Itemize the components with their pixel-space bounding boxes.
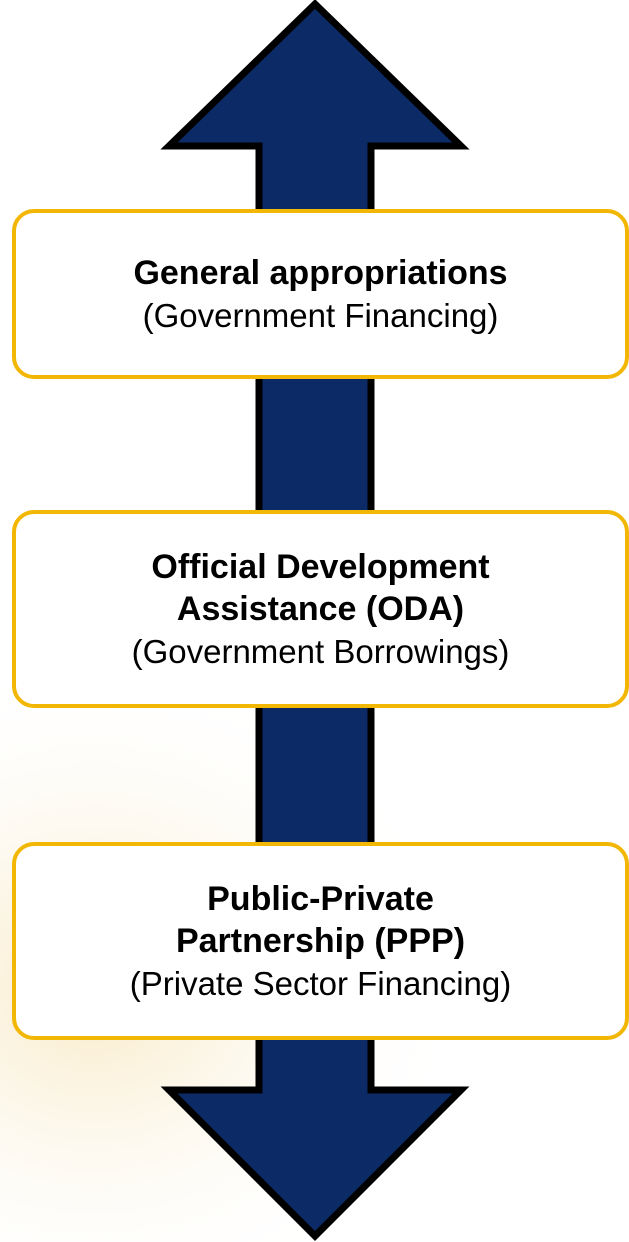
box-subtitle: (Private Sector Financing) (129, 964, 512, 1002)
box-title-line-2: Assistance (ODA) (176, 590, 465, 629)
general-appropriations-box: General appropriations (Government Finan… (12, 209, 629, 379)
box-title-line-1: Official Development (151, 547, 490, 586)
oda-box: Official Development Assistance (ODA) (G… (12, 510, 629, 708)
box-subtitle: (Government Financing) (142, 296, 499, 334)
box-title-line-2: Partnership (PPP) (175, 922, 466, 961)
box-title: General appropriations (133, 254, 508, 293)
box-subtitle: (Government Borrowings) (131, 632, 510, 670)
ppp-box: Public-Private Partnership (PPP) (Privat… (12, 842, 629, 1040)
box-title-line-1: Public-Private (207, 879, 434, 918)
